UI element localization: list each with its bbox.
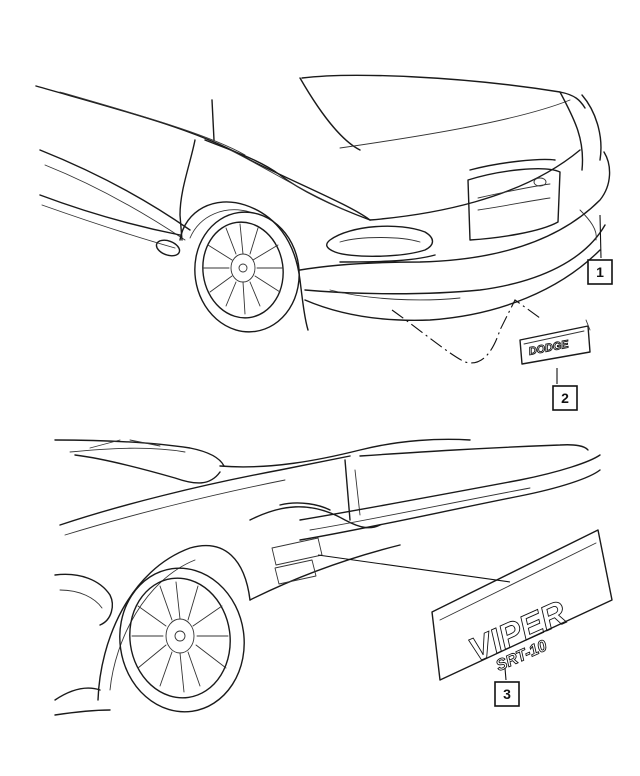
callout-3-leader	[504, 667, 507, 681]
callout-2: 2	[552, 385, 578, 411]
callout-1-leader	[599, 214, 602, 259]
rear-view-illustration	[35, 74, 611, 333]
front-wheel-icon	[119, 567, 245, 713]
side-decal-part: VIPER SRT-10	[431, 529, 613, 681]
badge-leader-line	[391, 299, 541, 364]
rear-wheel-icon	[194, 211, 300, 333]
decal-leader-line	[317, 554, 511, 583]
callout-1-label: 1	[596, 264, 604, 280]
callout-3-label: 3	[503, 686, 511, 702]
side-decal-location	[271, 537, 323, 585]
callout-2-label: 2	[561, 390, 569, 406]
callout-3: 3	[494, 681, 520, 707]
callout-1: 1	[587, 259, 613, 285]
rear-badge-lettering: DODGE	[528, 338, 571, 358]
side-view-illustration	[54, 438, 601, 716]
rear-badge-part: DODGE	[519, 319, 591, 365]
taillight-icon	[326, 225, 434, 257]
